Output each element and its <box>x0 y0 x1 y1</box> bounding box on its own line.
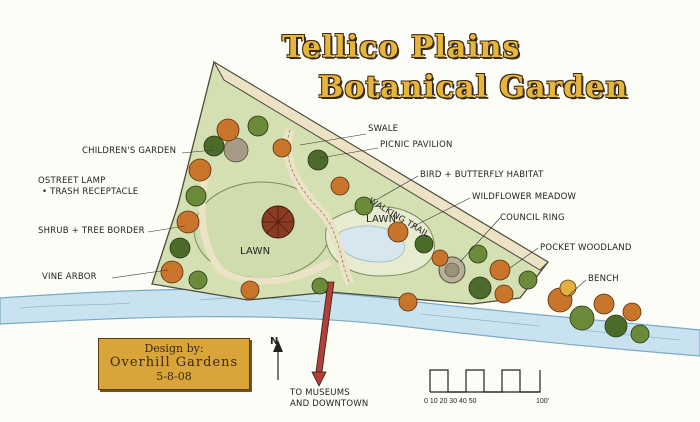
childrens-garden-shape <box>223 137 249 163</box>
label-street-lamp: oStreet Lamp <box>38 176 106 186</box>
label-wildflower-meadow: Wildflower Meadow <box>472 192 577 202</box>
label-lawn-right: Lawn <box>366 214 397 225</box>
designer-credit-box: Design by: Overhill Gardens 5-8-08 <box>98 338 250 390</box>
title-line-2: Botanical Garden <box>318 70 629 105</box>
north-label: N <box>270 336 279 347</box>
designer-name: Overhill Gardens <box>109 355 239 370</box>
north-arrow-icon <box>273 340 283 380</box>
design-date: 5-8-08 <box>156 370 192 383</box>
scale-bar <box>429 369 541 393</box>
title-line-1: Tellico Plains <box>282 30 521 65</box>
scale-end: 100' <box>536 398 550 405</box>
label-shrub-tree-border: Shrub + Tree Border <box>38 226 145 236</box>
tree-clusters <box>160 115 650 344</box>
label-trash-receptacle: • Trash Receptacle <box>42 187 139 197</box>
label-to-museums: To Museums <box>290 388 350 398</box>
label-and-downtown: and Downtown <box>290 399 369 409</box>
label-bird-butterfly-habitat: Bird + Butterfly Habitat <box>420 170 544 180</box>
walking-trail <box>212 60 549 271</box>
design-by-label: Design by: <box>144 342 204 355</box>
scale-ticks: 0 10 20 30 40 50 <box>424 398 477 405</box>
label-lawn-left: Lawn <box>240 246 271 257</box>
label-pocket-woodland: Pocket Woodland <box>540 243 632 253</box>
label-vine-arbor: Vine Arbor <box>42 272 97 282</box>
label-picnic-pavilion: Picnic Pavilion <box>380 140 453 150</box>
label-swale: Swale <box>368 124 399 134</box>
label-bench: Bench <box>588 274 619 284</box>
label-childrens-garden: Children's Garden <box>82 146 177 156</box>
label-council-ring: Council Ring <box>500 213 565 223</box>
